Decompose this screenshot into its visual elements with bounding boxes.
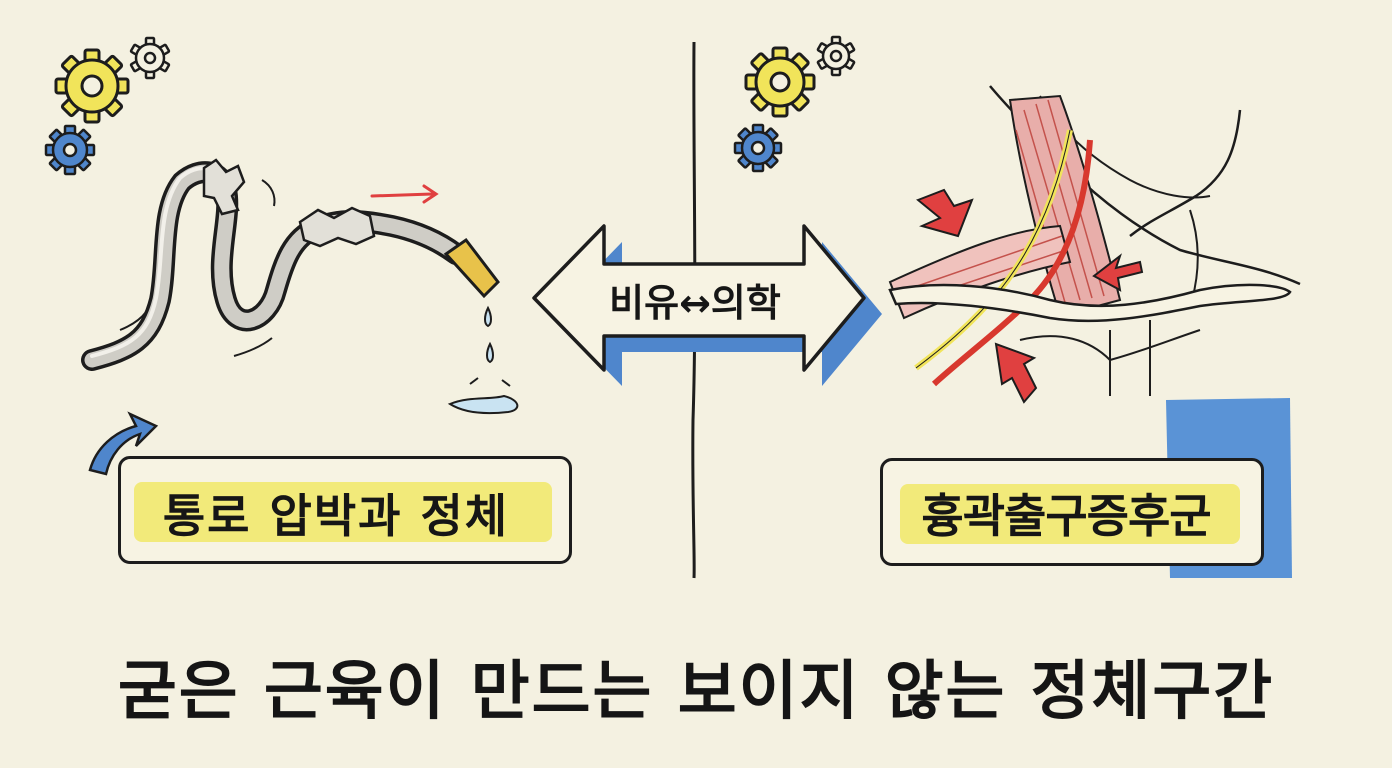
gear-icon-small-outline-right — [816, 35, 856, 77]
compression-arrow-2 — [1092, 253, 1144, 292]
left-label-highlight — [134, 482, 552, 542]
curved-arrow-blue — [88, 411, 159, 476]
flow-arrow-red — [370, 184, 439, 204]
compression-arrow-3 — [994, 342, 1038, 404]
right-label-highlight — [900, 484, 1240, 544]
bottom-caption: 굳은 근육이 만드는 보이지 않는 정체구간 — [117, 655, 1275, 729]
water-puddle — [447, 394, 519, 414]
compression-arrow-1 — [916, 188, 974, 238]
gear-icon-small-outline — [129, 36, 171, 80]
center-arrow-text: 비유↔의학 — [609, 281, 781, 325]
gear-icon-large-yellow — [54, 48, 130, 124]
water-drop-1 — [484, 305, 492, 328]
water-drop-2 — [486, 341, 494, 364]
clavicle-bone — [888, 283, 1292, 323]
neck-anatomy-illustration — [888, 85, 1301, 404]
left-label-text: 통로 압박과 정체 — [162, 489, 510, 543]
double-arrow-shape — [532, 224, 866, 372]
hose-illustration — [81, 158, 519, 414]
center-divider-line — [691, 41, 697, 579]
gear-icon-large-yellow-right — [744, 46, 816, 118]
hose-kink-top — [202, 158, 246, 216]
hose-nozzle — [443, 237, 500, 299]
right-label-text: 흉곽출구증후군 — [921, 489, 1211, 543]
hose-kink-middle — [298, 206, 376, 248]
gear-icon-blue-right — [733, 123, 783, 173]
gear-icon-blue — [44, 124, 96, 176]
